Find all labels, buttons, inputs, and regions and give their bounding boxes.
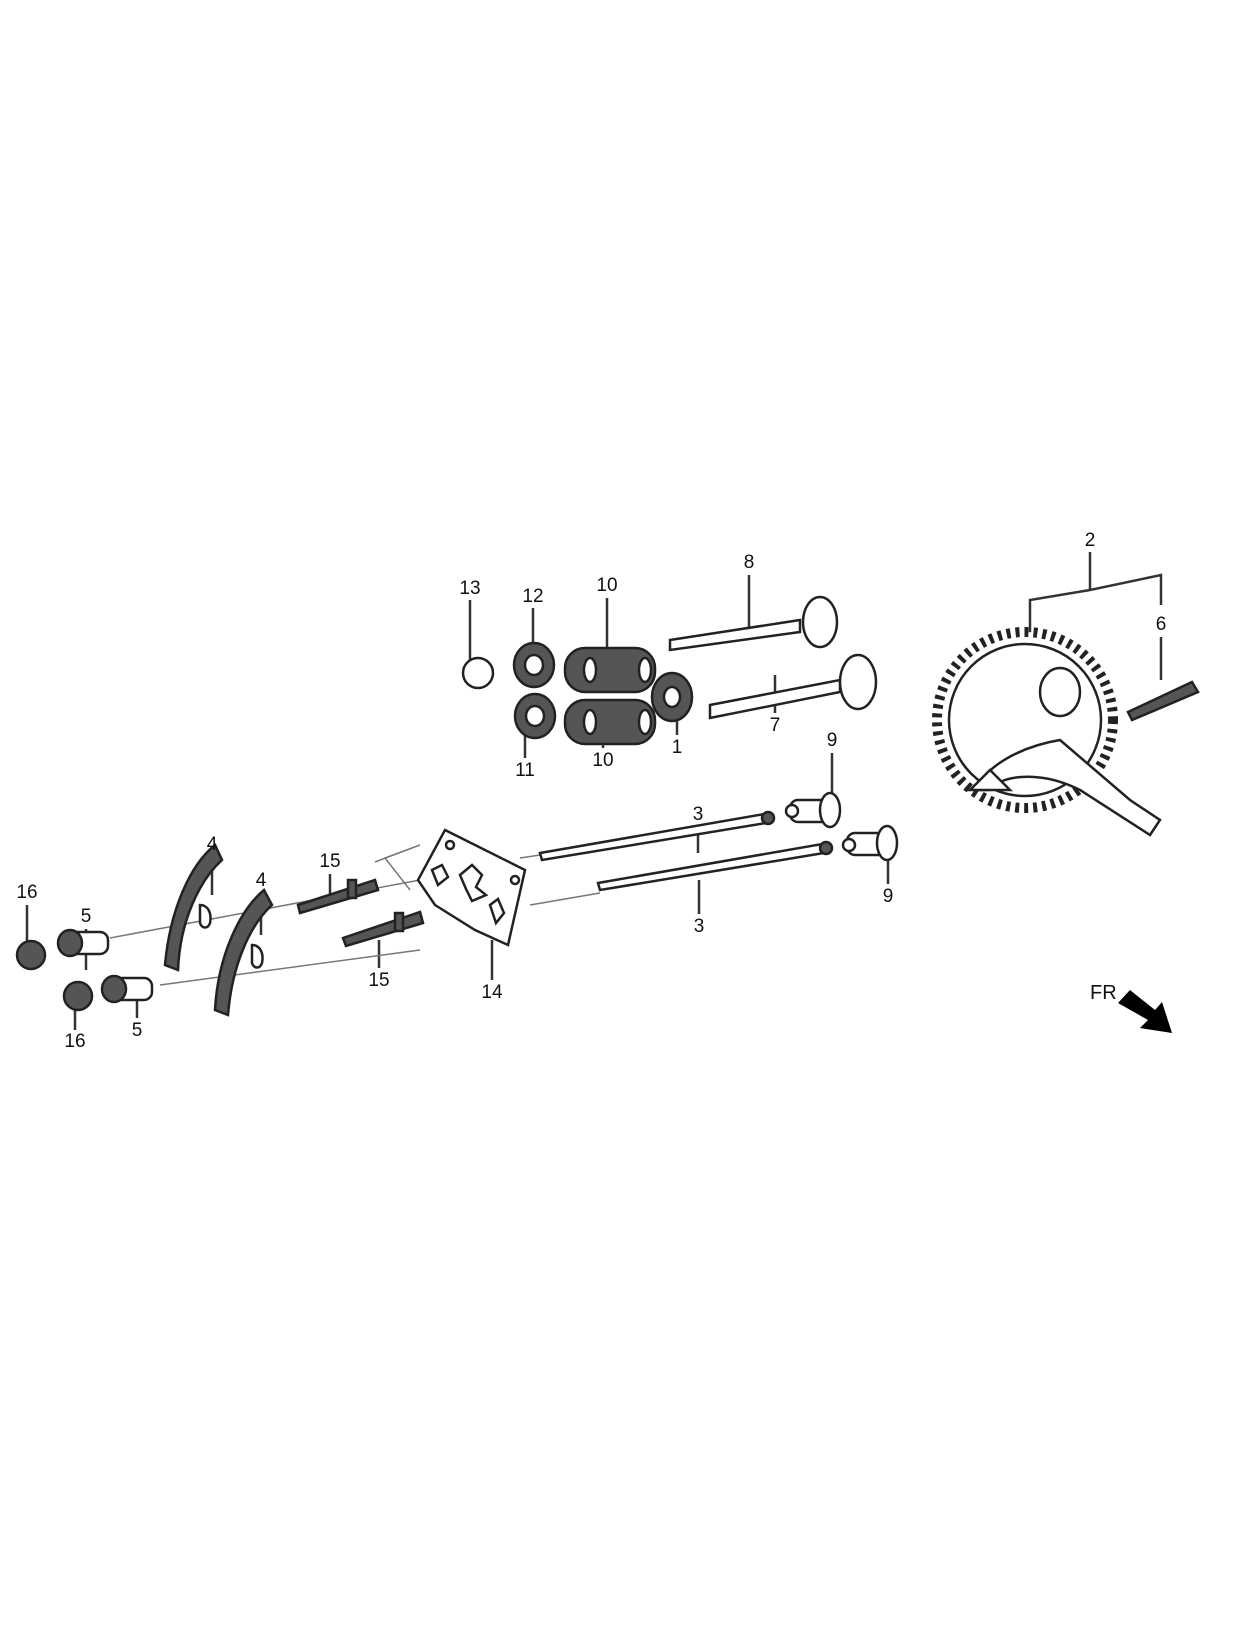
stud-15-upper [296,878,380,915]
callout-4-front: 4 [255,870,267,891]
spring-6 [1126,680,1200,722]
callout-15-upper: 15 [319,851,341,872]
rocker-arm-4-front [213,888,274,1017]
stud-15-lower [341,910,425,948]
tappet-9-lower [841,824,899,862]
tappet-9-upper [784,791,842,829]
callout-5-upper: 5 [80,906,92,927]
front-direction-label: FR [1090,982,1117,1004]
callout-15-lower: 15 [368,970,390,991]
push-rod-3-lower [596,840,834,892]
push-rod-3-upper [538,810,776,862]
callout-4-rear: 4 [206,834,218,855]
callout-11: 11 [515,760,535,781]
callout-9-lower: 9 [882,886,894,907]
valve-cap-13 [461,656,495,690]
callout-5-lower: 5 [131,1020,143,1041]
callout-3-upper: 3 [692,804,704,825]
callout-2: 2 [1084,530,1096,551]
callout-16-lower: 16 [64,1031,86,1052]
callout-10-upper: 10 [596,575,618,596]
callout-1: 1 [671,737,683,758]
camshaft-gear-2 [932,627,1162,837]
callout-9-upper: 9 [826,730,838,751]
callout-8: 8 [743,552,755,573]
nut-16-lower [62,980,94,1012]
valve-spring-upper [563,646,657,694]
arrow-down-right-icon [1118,990,1172,1033]
callout-14: 14 [481,982,503,1003]
callout-12: 12 [522,586,544,607]
valve-7 [708,653,878,720]
valve-spring-lower [563,698,657,746]
guide-plate-14 [416,828,527,947]
valve-8 [668,595,839,652]
nut-16-upper [15,939,47,971]
callout-3-lower: 3 [693,916,705,937]
callout-16-upper: 16 [16,882,38,903]
callout-6: 6 [1155,614,1167,635]
rocker-arm-4-rear [163,843,224,972]
pivot-5-lower [100,974,154,1004]
callout-7: 7 [769,715,781,736]
pivot-5-upper [56,928,110,958]
callout-10-lower: 10 [592,750,614,771]
callout-13: 13 [459,578,481,599]
